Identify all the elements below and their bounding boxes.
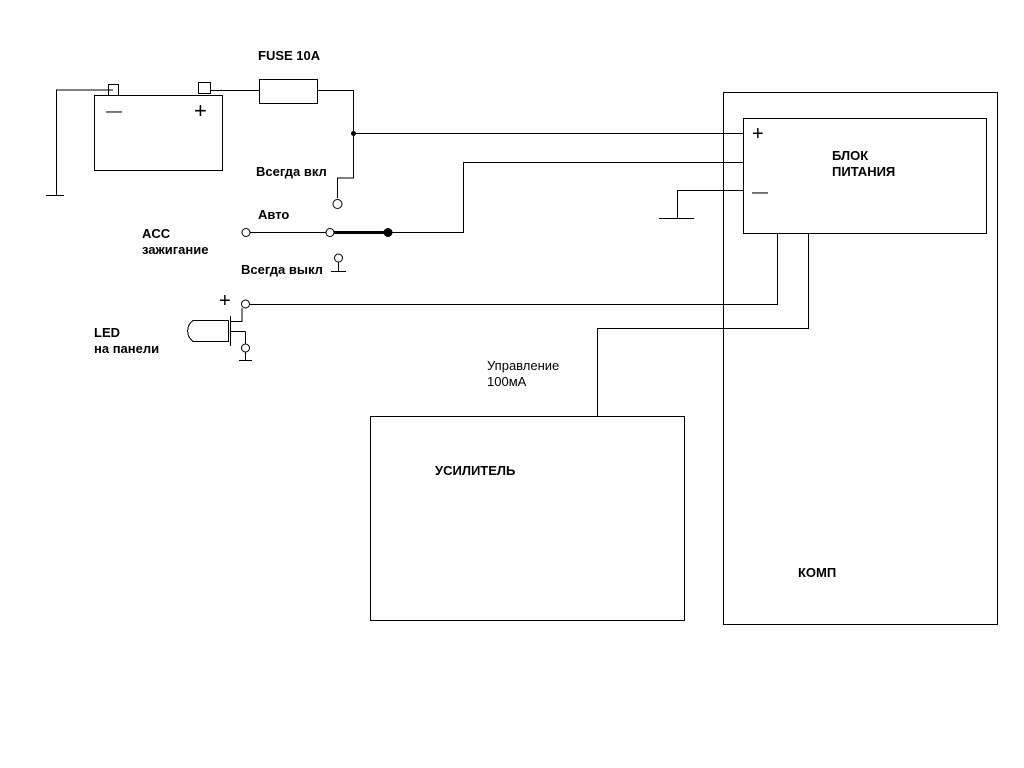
- amplifier-control-wire: [597, 234, 809, 416]
- computer-case: [723, 92, 998, 625]
- psu-label-line2: ПИТАНИЯ: [832, 164, 895, 179]
- acc-terminal: [241, 228, 251, 237]
- psu-plus-sign: +: [752, 123, 764, 145]
- acc-label: ACC: [142, 226, 171, 241]
- led-panel-label: на панели: [94, 341, 159, 356]
- control-current-label: 100мА: [487, 374, 527, 389]
- switch-auto-label: Авто: [258, 207, 289, 222]
- psu-label-line1: БЛОК: [832, 148, 868, 163]
- led-anode-lead: [230, 308, 243, 322]
- fuse-label: FUSE 10A: [258, 48, 321, 63]
- switch-to-psu-remote-wire: [392, 162, 743, 233]
- led-body: [187, 320, 229, 342]
- computer-label: КОМП: [798, 565, 836, 580]
- led-plus-sign: +: [219, 290, 231, 312]
- led-indicator: [187, 308, 246, 346]
- fuse-10a: [259, 79, 318, 104]
- switch-contact-always-off: [334, 253, 343, 263]
- power-supply-unit: [743, 118, 987, 234]
- psu-minus-sign: —: [752, 184, 768, 201]
- amplifier-label: УСИЛИТЕЛЬ: [435, 463, 515, 478]
- switch-always-on-label: Всегда вкл: [256, 164, 327, 179]
- led-negative-terminal: [241, 343, 250, 353]
- battery: — +: [94, 82, 223, 171]
- ignition-label: зажигание: [142, 242, 208, 257]
- switch-contact-auto: [325, 228, 335, 237]
- amplifier: [370, 416, 685, 621]
- battery-terminal-plus: [198, 82, 211, 94]
- led-label: LED: [94, 325, 120, 340]
- control-label: Управление: [487, 358, 559, 373]
- psu-ground-wire: [677, 190, 743, 218]
- switch-contact-always-on: [332, 199, 343, 209]
- led-signal-wire: [249, 234, 778, 305]
- led-positive-terminal: [241, 299, 250, 309]
- battery-ground-wire: [56, 89, 113, 195]
- switch-always-off-label: Всегда выкл: [241, 262, 323, 277]
- battery-body: [94, 95, 223, 171]
- fuse-output-wire: [317, 90, 354, 198]
- switch-pivot: [383, 228, 393, 237]
- battery-plus-sign: +: [194, 98, 207, 123]
- battery-minus-sign: —: [106, 103, 122, 120]
